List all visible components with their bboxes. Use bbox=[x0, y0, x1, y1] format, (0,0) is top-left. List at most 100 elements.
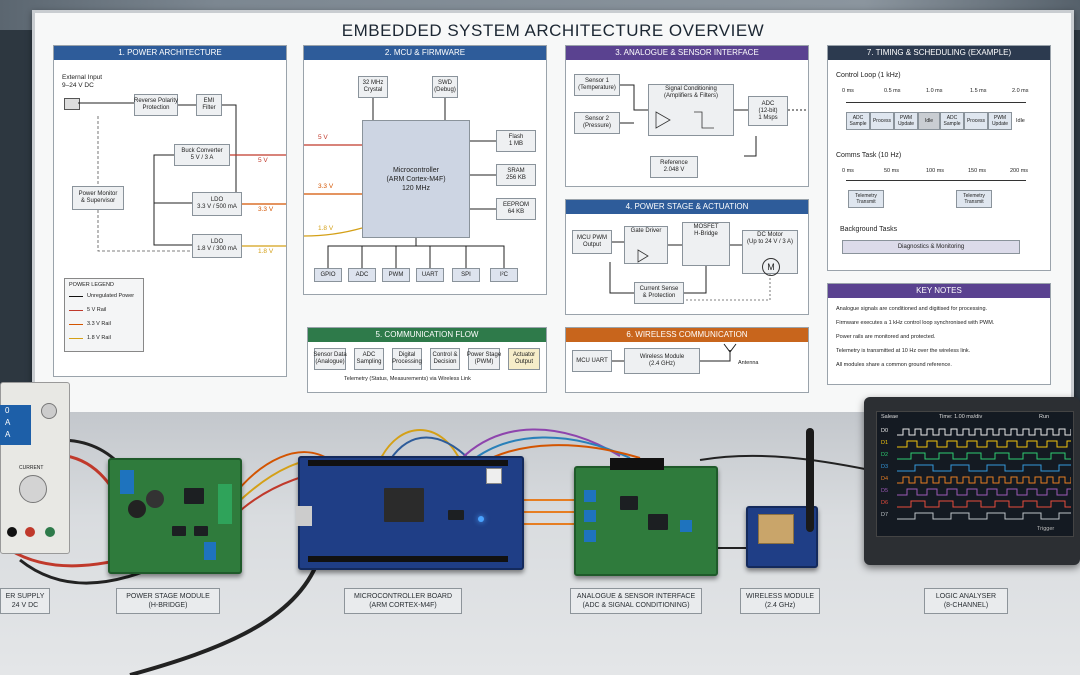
hbridge-caption: POWER STAGE MODULE (H-BRIDGE) bbox=[116, 588, 220, 614]
flow-step: Control & Decision bbox=[430, 348, 460, 370]
actuation-wiring-svg bbox=[609, 241, 771, 301]
terminal-positive[interactable] bbox=[25, 527, 35, 537]
comms-slot: Telemetry Transmit bbox=[956, 190, 992, 208]
signal-conditioning-block: Signal Conditioning (Amplifiers & Filter… bbox=[648, 84, 734, 136]
key-notes-panel: KEY NOTES Analogue signals are condition… bbox=[827, 283, 1051, 385]
wireless-panel-header: 6. WIRELESS COMMUNICATION bbox=[566, 328, 808, 342]
wireless-wiring-svg bbox=[612, 343, 737, 362]
tick-label: 0 ms bbox=[842, 88, 854, 94]
current-knob[interactable] bbox=[19, 475, 47, 503]
flow-step: Actuator Output bbox=[508, 348, 540, 370]
trim-pot[interactable] bbox=[584, 510, 596, 522]
channel-waveform bbox=[897, 500, 1071, 508]
channel-row: D6 bbox=[877, 498, 1073, 510]
channel-waveform bbox=[897, 476, 1071, 484]
channel-row: D4 bbox=[877, 474, 1073, 486]
power-supply-caption: ER SUPPLY 24 V DC bbox=[0, 588, 50, 614]
trim-pot[interactable] bbox=[584, 490, 596, 502]
gpio-peripheral: GPIO bbox=[314, 268, 342, 282]
sensor-interface-panel: 3. ANALOGUE & SENSOR INTERFACE Sensor 1 … bbox=[565, 45, 809, 187]
trim-pot[interactable] bbox=[584, 530, 596, 542]
trim-pot[interactable] bbox=[204, 542, 216, 560]
mosfet-hbridge-block: MOSFET H-Bridge bbox=[682, 222, 730, 266]
sram-block: SRAM 256 KB bbox=[496, 164, 536, 186]
tick-label: 150 ms bbox=[968, 168, 987, 174]
channel-label: D2 bbox=[881, 452, 889, 458]
tick-label: 0.5 ms bbox=[884, 88, 901, 94]
psu-readout: 0 bbox=[5, 406, 10, 415]
psu-readout: A bbox=[5, 418, 11, 427]
eeprom-block: EEPROM 64 KB bbox=[496, 198, 536, 220]
channel-row: D7 bbox=[877, 510, 1073, 522]
channel-label: D1 bbox=[881, 440, 889, 446]
reset-button[interactable] bbox=[486, 468, 502, 484]
analyser-trigger: Trigger bbox=[1037, 526, 1055, 532]
control-loop-title: Control Loop (1 kHz) bbox=[836, 72, 901, 79]
pin-header bbox=[308, 460, 508, 466]
left-shelving bbox=[0, 30, 34, 410]
voltage-knob[interactable] bbox=[41, 403, 57, 419]
motor-icon: M bbox=[762, 258, 780, 276]
timing-scheduling-panel: 7. TIMING & SCHEDULING (EXAMPLE) Control… bbox=[827, 45, 1051, 271]
actuation-panel-header: 4. POWER STAGE & ACTUATION bbox=[566, 200, 808, 214]
psu-current-label: CURRENT bbox=[19, 465, 44, 471]
mcu-chip bbox=[384, 488, 424, 522]
sensor-panel-header: 3. ANALOGUE & SENSOR INTERFACE bbox=[566, 46, 808, 60]
channel-label: D0 bbox=[881, 428, 889, 434]
trim-pot[interactable] bbox=[680, 520, 692, 532]
bench-power-supply: 0 A A CURRENT bbox=[0, 382, 70, 554]
tick-label: 200 ms bbox=[1010, 168, 1029, 174]
swd-block: SWD (Debug) bbox=[432, 76, 458, 98]
analyser-run-button[interactable]: Run bbox=[1039, 414, 1050, 420]
terminal-block bbox=[120, 470, 134, 494]
wireless-module-block: Wireless Module (2.4 GHz) bbox=[624, 348, 700, 374]
flow-step: Sensor Data (Analogue) bbox=[313, 348, 347, 370]
wireless-caption: WIRELESS MODULE (2.4 GHz) bbox=[740, 588, 820, 614]
note-item: All modules share a common ground refere… bbox=[836, 362, 952, 368]
channel-waveform bbox=[897, 464, 1071, 472]
analyser-brand: Saleae bbox=[881, 414, 899, 420]
terminal-negative[interactable] bbox=[7, 527, 17, 537]
legend-title: POWER LEGEND bbox=[69, 282, 114, 288]
note-item: Power rails are monitored and protected. bbox=[836, 334, 936, 340]
flash-block: Flash 1 MB bbox=[496, 130, 536, 152]
i2c-peripheral: I²C bbox=[490, 268, 518, 282]
logic-analyser-caption: LOGIC ANALYSER (8-CHANNEL) bbox=[924, 588, 1008, 614]
flow-step: ADC Sampling bbox=[354, 348, 384, 370]
channel-waveform bbox=[897, 452, 1071, 460]
timing-slot: PWM Update bbox=[894, 112, 918, 130]
legend-item: 1.8 V Rail bbox=[87, 335, 111, 341]
usb-connector[interactable] bbox=[296, 506, 312, 526]
power-legend: POWER LEGEND Unregulated Power 5 V Rail … bbox=[64, 278, 144, 352]
tick-label: 2.0 ms bbox=[1012, 88, 1029, 94]
terminal-ground[interactable] bbox=[45, 527, 55, 537]
adc-peripheral: ADC bbox=[348, 268, 376, 282]
channel-row: D5 bbox=[877, 486, 1073, 498]
timing-slot: ADC Sample bbox=[846, 112, 870, 130]
legend-item: 5 V Rail bbox=[87, 307, 107, 313]
mcu-wiring-svg bbox=[304, 98, 505, 268]
ldo-1v8-block: LDO 1.8 V / 300 mA bbox=[192, 234, 242, 258]
channel-waveform bbox=[897, 440, 1071, 448]
mcu-panel-header: 2. MCU & FIRMWARE bbox=[304, 46, 546, 60]
page-title: EMBEDDED SYSTEM ARCHITECTURE OVERVIEW bbox=[341, 21, 765, 40]
dc-jack-icon bbox=[64, 98, 80, 110]
timing-slot: Process bbox=[964, 112, 988, 130]
uart-peripheral: UART bbox=[416, 268, 444, 282]
mcu-pwm-block: MCU PWM Output bbox=[572, 230, 612, 254]
communication-flow-panel: 5. COMMUNICATION FLOW Sensor Data (Analo… bbox=[307, 327, 547, 393]
mcu-board-caption: MICROCONTROLLER BOARD (ARM CORTEX-M4F) bbox=[344, 588, 462, 614]
channel-row: D1 bbox=[877, 438, 1073, 450]
channel-row: D0 bbox=[877, 426, 1073, 438]
note-item: Analogue signals are conditioned and dig… bbox=[836, 306, 988, 312]
timing-slot: PWM Update bbox=[988, 112, 1012, 130]
tick-label: 50 ms bbox=[884, 168, 899, 174]
background-tasks-title: Background Tasks bbox=[840, 226, 898, 233]
sensor-pressure-block: Sensor 2 (Pressure) bbox=[574, 112, 620, 134]
channel-label: D7 bbox=[881, 512, 889, 518]
sensor-temperature-block: Sensor 1 (Temperature) bbox=[574, 74, 620, 96]
architecture-whiteboard: EMBEDDED SYSTEM ARCHITECTURE OVERVIEW 1.… bbox=[32, 10, 1074, 418]
